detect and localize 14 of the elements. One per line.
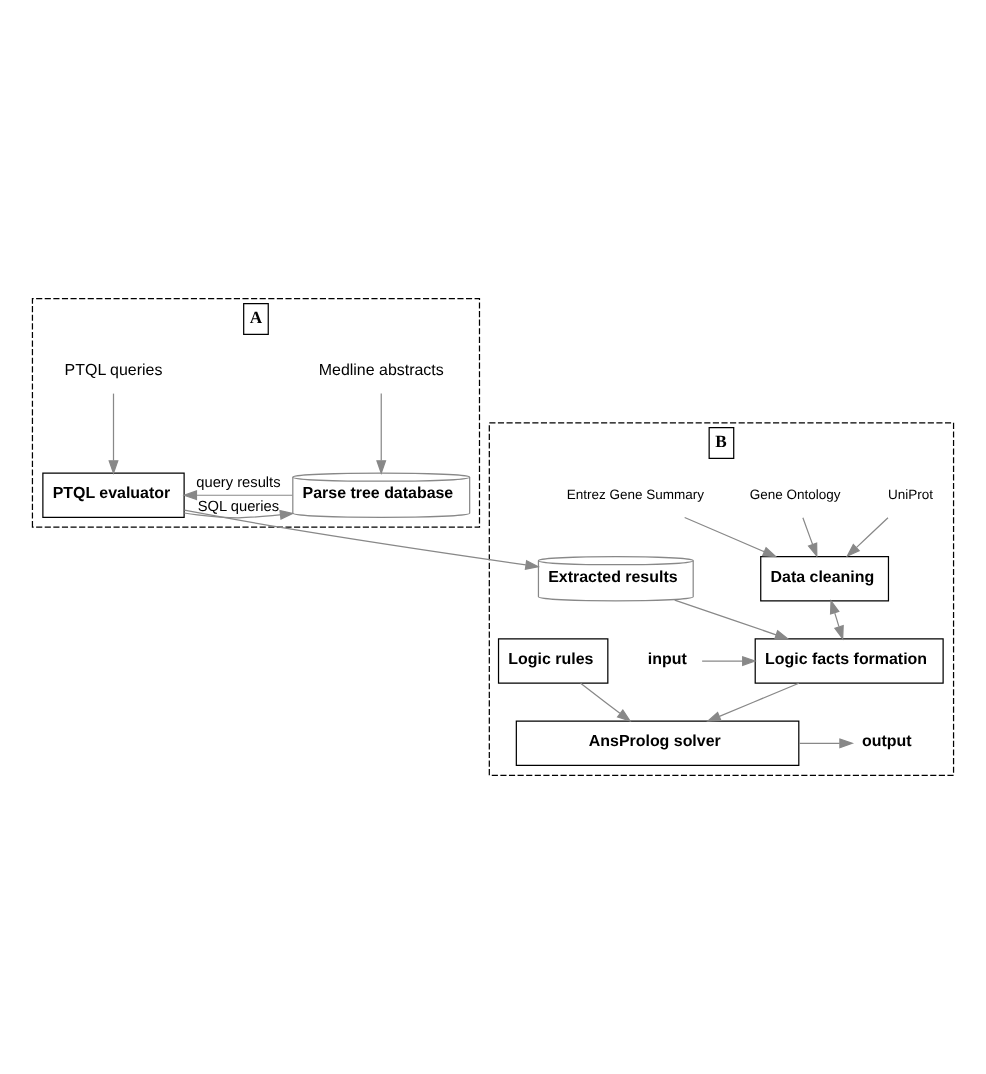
arrow xyxy=(674,599,790,640)
arrow xyxy=(846,517,889,558)
arrow xyxy=(376,393,387,475)
arrow xyxy=(802,517,818,558)
arrow xyxy=(580,682,632,723)
arrow xyxy=(706,682,800,722)
arrow xyxy=(829,599,844,641)
arrow xyxy=(183,509,295,520)
arrow xyxy=(798,738,855,749)
arrow xyxy=(684,516,778,558)
arrow xyxy=(701,655,757,667)
arrow xyxy=(183,509,540,570)
arrow xyxy=(182,490,293,501)
arrow xyxy=(108,393,119,475)
